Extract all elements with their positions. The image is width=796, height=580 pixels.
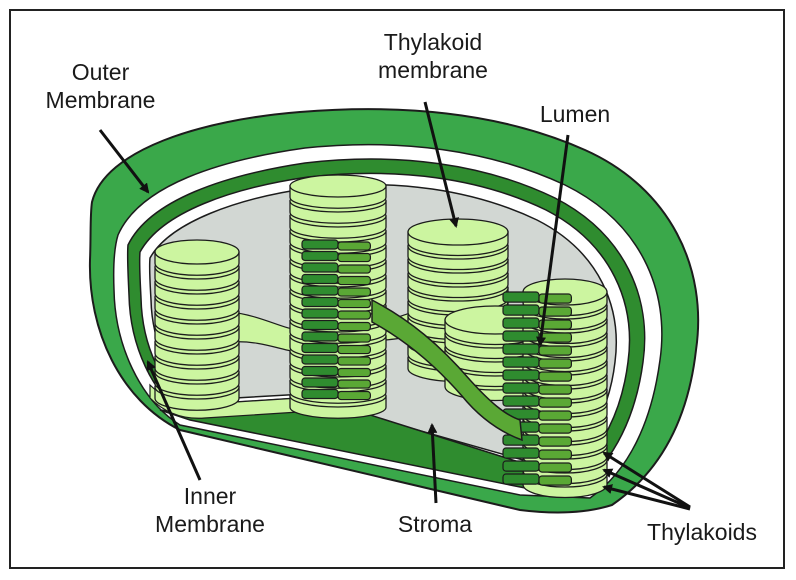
thylakoid-cut-face [337, 356, 372, 366]
granum-cut-center [301, 239, 372, 401]
label-thylakoids: Thylakoids [622, 518, 782, 546]
thylakoid-cut-face [301, 342, 339, 354]
thylakoid-cut-face [337, 379, 372, 389]
thylakoid-cut-face [538, 371, 573, 382]
thylakoid-cut-face [502, 304, 540, 316]
label-thylakoid-membrane-line2: membrane [378, 57, 488, 83]
thylakoid-cut-face [301, 296, 339, 308]
granum-cut-right [502, 291, 573, 486]
thylakoid-cut-face [502, 356, 540, 368]
thylakoid-cut-face [301, 273, 339, 285]
stroma-lamella-cut [371, 298, 523, 442]
thylakoid-cut-face [538, 449, 573, 460]
annotation-arrows [98, 101, 691, 511]
thylakoid-cut-face [337, 287, 372, 297]
thylakoid-cut-face [337, 275, 372, 286]
thylakoid-cut-face [538, 410, 573, 421]
thylakoid-cut-face [301, 308, 339, 319]
diagram-frame [9, 9, 785, 569]
thylakoid-cut-face [337, 333, 372, 343]
label-inner-membrane: Inner Membrane [130, 482, 290, 538]
thylakoid-cut-face [301, 262, 339, 273]
thylakoid-cut-face [538, 436, 573, 447]
thylakoid-cut-face [337, 344, 372, 355]
thylakoid-cut-face [337, 252, 372, 263]
thylakoid-cut-face [337, 321, 372, 332]
thylakoid-disc [154, 239, 240, 265]
label-inner-membrane-line1: Inner [183, 483, 237, 509]
thylakoid-cut-face [502, 369, 540, 381]
label-thylakoids-text: Thylakoids [647, 519, 757, 545]
thylakoid-cut-face [538, 423, 573, 434]
label-inner-membrane-line2: Membrane [155, 511, 265, 537]
label-stroma-text: Stroma [397, 511, 473, 537]
thylakoid-cut-face [538, 384, 573, 395]
thylakoid-cut-face [337, 264, 372, 274]
thylakoid-cut-face [502, 330, 540, 342]
label-thylakoid-membrane-line1: Thylakoid [383, 29, 483, 55]
thylakoid-cut-face [337, 298, 372, 309]
thylakoid-cut-face [502, 343, 540, 355]
thylakoid-cut-face [301, 354, 339, 365]
thylakoid-cut-face [538, 358, 573, 369]
thylakoid-cut-face [538, 293, 573, 304]
thylakoid-cut-face [301, 319, 339, 331]
thylakoid-cut-face [301, 388, 339, 400]
thylakoid-cut-face [538, 397, 573, 408]
label-thylakoid-membrane: Thylakoid membrane [348, 28, 518, 84]
thylakoid-disc [289, 174, 387, 198]
arrow-inner-membrane [146, 360, 202, 481]
thylakoid-cut-face [301, 377, 339, 388]
arrow-stroma [427, 423, 438, 504]
arrow-thylakoid-membrane [423, 101, 459, 228]
thylakoid-cut-face [337, 241, 372, 251]
label-stroma: Stroma [375, 510, 495, 538]
thylakoid-cut-face [301, 331, 339, 342]
label-outer-membrane-line2: Membrane [45, 87, 156, 113]
thylakoid-cut-face [337, 310, 372, 320]
thylakoid-cut-face [301, 250, 339, 262]
thylakoid-cut-face [502, 317, 540, 329]
thylakoid-cut-face [502, 291, 540, 303]
thylakoid-cut-face [301, 239, 339, 250]
label-outer-membrane-line1: Outer [71, 59, 130, 85]
label-lumen: Lumen [520, 100, 630, 128]
arrow-thylakoids-3 [602, 484, 691, 511]
label-lumen-text: Lumen [539, 101, 611, 127]
label-outer-membrane: Outer Membrane [18, 58, 183, 114]
arrow-thylakoids-2 [602, 468, 691, 510]
thylakoid-cut-face [337, 367, 372, 378]
arrow-lumen [536, 134, 570, 347]
thylakoid-cut-face [337, 390, 372, 401]
thylakoid-disc [407, 218, 509, 246]
thylakoid-cut-face [301, 365, 339, 377]
thylakoid-cut-face [538, 306, 573, 317]
thylakoid-cut-face [538, 332, 573, 343]
thylakoid-cut-face [538, 319, 573, 330]
thylakoid-cut-face [538, 475, 573, 486]
thylakoid-cut-face [502, 447, 540, 459]
arrow-thylakoids-1 [602, 451, 691, 509]
thylakoid-cut-face [502, 382, 540, 394]
thylakoid-cut-face [502, 473, 540, 485]
thylakoid-cut-face [538, 462, 573, 473]
thylakoid-cut-face [301, 285, 339, 296]
thylakoid-cut-face [538, 345, 573, 356]
granum-left [154, 239, 240, 411]
thylakoid-cut-face [502, 460, 540, 472]
thylakoid-cut-face [502, 395, 540, 407]
arrow-outer-membrane [98, 129, 150, 194]
